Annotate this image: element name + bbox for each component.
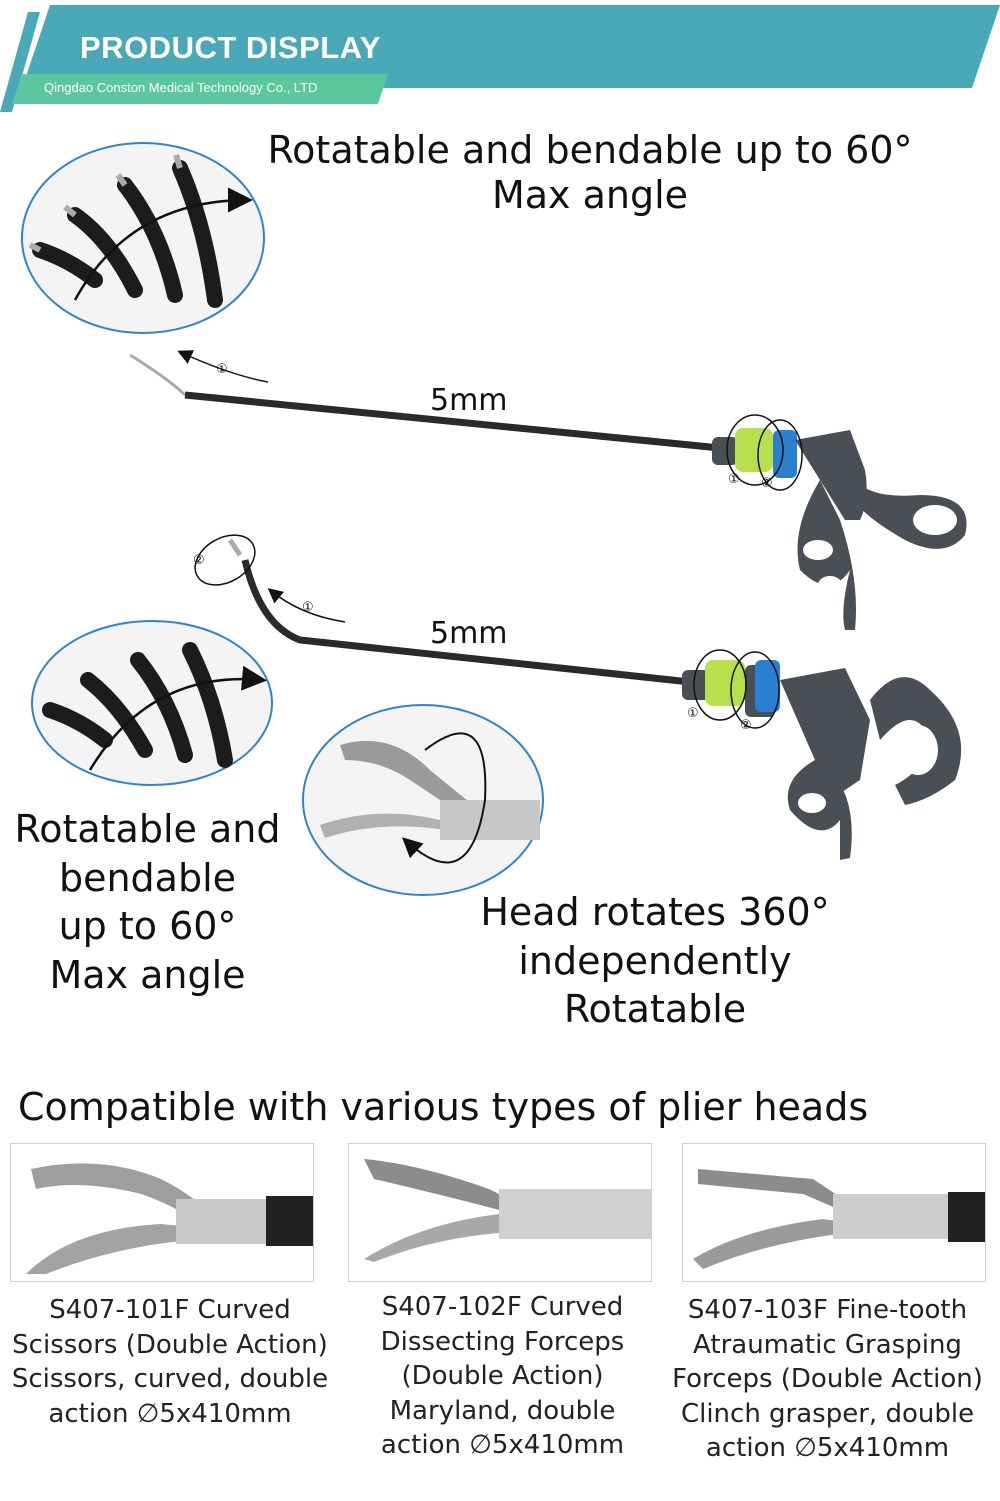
marker-one-upper: ① xyxy=(216,362,228,377)
product-caption-grasping-forceps: S407-103F Fine-tooth Atraumatic Grasping… xyxy=(655,1293,1000,1466)
marker-two-lower: ② xyxy=(193,553,205,568)
product-1-line2: Scissors (Double Action) xyxy=(12,1329,328,1360)
product-3-line3: Forceps (Double Action) xyxy=(672,1364,983,1395)
marker-one-handle-upper: ① xyxy=(728,472,740,487)
compatible-title: Compatible with various types of plier h… xyxy=(18,1085,869,1129)
instrument-lower xyxy=(194,534,962,860)
bend-caption-left-line2: bendable xyxy=(58,855,237,900)
product-card-grasping-forceps xyxy=(682,1143,986,1282)
bend-caption-left-line3: up to 60° xyxy=(58,904,237,949)
dissecting-forceps-head-image xyxy=(364,1159,651,1262)
head-rotation-circle xyxy=(302,704,544,896)
bend-caption-left-line1: Rotatable and xyxy=(14,807,281,851)
bend-caption-top-line2: Max angle xyxy=(491,172,689,217)
product-2-line3: (Double Action) xyxy=(401,1361,604,1392)
instrument-upper xyxy=(129,350,967,630)
bend-caption-top: Rotatable and bendable up to 60° Max ang… xyxy=(250,128,930,218)
bend-caption-top-line1: Rotatable and bendable up to 60° xyxy=(267,128,913,172)
product-caption-scissors: S407-101F Curved Scissors (Double Action… xyxy=(0,1293,340,1431)
product-1-line1: S407-101F Curved xyxy=(49,1295,291,1325)
bend-caption-left: Rotatable and bendable up to 60° Max ang… xyxy=(0,805,295,1000)
product-3-line5: action ∅5x410mm xyxy=(705,1433,950,1464)
product-2-line4: Maryland, double xyxy=(389,1395,616,1426)
marker-one-lower: ① xyxy=(302,600,314,615)
product-caption-dissecting-forceps: S407-102F Curved Dissecting Forceps (Dou… xyxy=(345,1290,660,1463)
grasping-forceps-head-image xyxy=(693,1169,985,1269)
head-rotate-line2: independently xyxy=(518,938,792,983)
product-2-line5: action ∅5x410mm xyxy=(380,1430,625,1461)
scissors-head-image xyxy=(26,1163,313,1274)
marker-two-handle-lower: ② xyxy=(740,718,752,733)
instrument-illustration xyxy=(21,142,967,896)
marker-two-handle-upper: ② xyxy=(761,476,773,491)
product-3-line2: Atraumatic Grasping xyxy=(693,1329,962,1360)
product-1-line3: Scissors, curved, double xyxy=(11,1364,329,1395)
product-3-line4: Clinch grasper, double xyxy=(680,1398,975,1429)
product-card-scissors xyxy=(10,1143,314,1282)
head-rotate-line3: Rotatable xyxy=(563,987,747,1032)
product-card-dissecting-forceps xyxy=(348,1143,652,1282)
bend-detail-circle-left xyxy=(31,620,273,786)
head-rotate-caption: Head rotates 360° independently Rotatabl… xyxy=(450,888,860,1034)
header-banner: PRODUCT DISPLAY Qingdao Conston Medical … xyxy=(0,0,1000,115)
banner-shape xyxy=(0,5,1000,112)
product-1-line4: action ∅5x410mm xyxy=(48,1398,292,1429)
marker-one-handle-lower: ① xyxy=(687,706,699,721)
product-3-line1: S407-103F Fine-tooth xyxy=(687,1295,968,1325)
product-2-line1: S407-102F Curved xyxy=(381,1292,624,1322)
diameter-label-top: 5mm xyxy=(430,383,508,418)
bend-detail-circle-top xyxy=(21,142,265,334)
head-rotate-line1: Head rotates 360° xyxy=(480,890,830,934)
product-2-line2: Dissecting Forceps xyxy=(380,1326,625,1357)
banner-title: PRODUCT DISPLAY xyxy=(80,30,381,65)
diameter-label-bottom: 5mm xyxy=(430,616,508,651)
bend-caption-left-line4: Max angle xyxy=(49,952,246,997)
banner-subtitle: Qingdao Conston Medical Technology Co., … xyxy=(44,80,318,95)
